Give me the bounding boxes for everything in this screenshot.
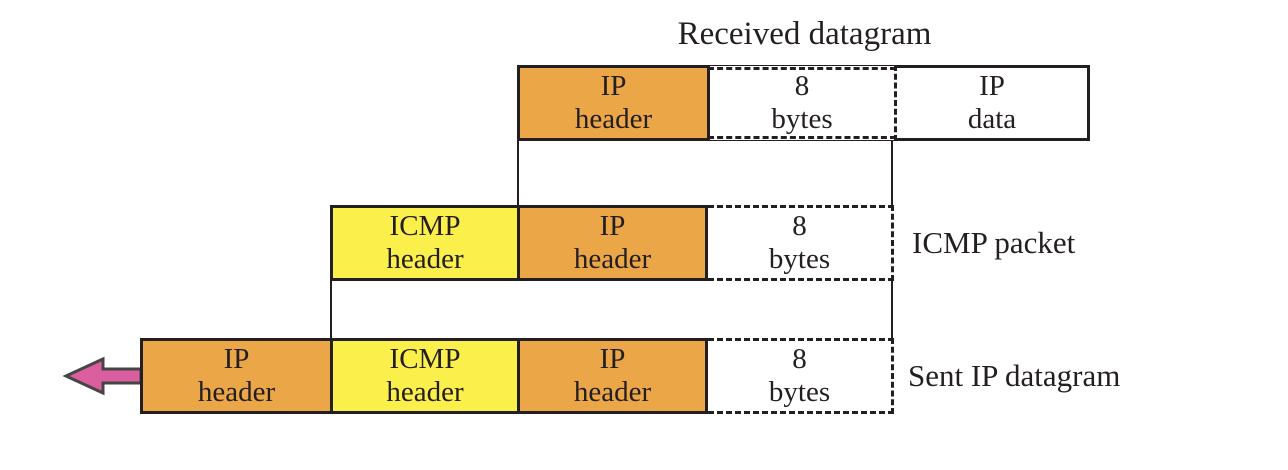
cell-label: header bbox=[197, 376, 276, 408]
cell-label: bytes bbox=[768, 376, 831, 408]
cell-label: header bbox=[386, 376, 464, 408]
icmp-packet-icmp-header-cell: ICMP header bbox=[330, 205, 520, 281]
received-datagram-title: Received datagram bbox=[677, 16, 932, 52]
icmp-packet-label: ICMP packet bbox=[912, 225, 1076, 260]
received-8bytes-cell: 8 bytes bbox=[708, 65, 896, 141]
cell-label: IP bbox=[600, 70, 627, 102]
cell-label: 8 bbox=[792, 210, 807, 242]
connector-line-8bytes-right-top bbox=[891, 141, 893, 205]
sent-8bytes-cell: 8 bytes bbox=[708, 338, 894, 414]
sent-icmp-header-cell: ICMP header bbox=[330, 338, 520, 414]
cell-label: bytes bbox=[768, 243, 831, 275]
cell-label: IP bbox=[599, 343, 626, 375]
received-ip-data-cell: IP data bbox=[894, 65, 1090, 141]
cell-label: 8 bbox=[794, 70, 810, 102]
connector-line-8bytes-right-bottom bbox=[891, 281, 893, 338]
cell-label: header bbox=[573, 243, 652, 275]
cell-label: bytes bbox=[771, 103, 833, 135]
icmp-packet-ip-header-cell: IP header bbox=[517, 205, 708, 281]
received-ip-header-cell: IP header bbox=[517, 65, 710, 141]
cell-label: IP bbox=[223, 343, 250, 375]
cell-label: IP bbox=[979, 70, 1005, 102]
icmp-packet-8bytes-cell: 8 bytes bbox=[708, 205, 894, 281]
connector-line-icmp-header-left bbox=[330, 281, 332, 338]
cell-label: header bbox=[574, 103, 653, 135]
cell-label: header bbox=[386, 243, 464, 275]
cell-label: ICMP bbox=[389, 210, 461, 242]
cell-label: data bbox=[967, 103, 1017, 135]
sent-ip-header-cell: IP header bbox=[140, 338, 333, 414]
left-arrow-icon bbox=[62, 356, 143, 396]
sent-ip-datagram-label: Sent IP datagram bbox=[908, 358, 1121, 393]
cell-label: 8 bbox=[792, 343, 807, 375]
connector-line-ip-header-left bbox=[517, 141, 519, 205]
cell-label: IP bbox=[599, 210, 626, 242]
sent-inner-ip-header-cell: IP header bbox=[517, 338, 708, 414]
cell-label: ICMP bbox=[389, 343, 461, 375]
dashed-edge bbox=[708, 67, 896, 70]
dashed-edge bbox=[708, 136, 896, 139]
cell-label: header bbox=[573, 376, 652, 408]
